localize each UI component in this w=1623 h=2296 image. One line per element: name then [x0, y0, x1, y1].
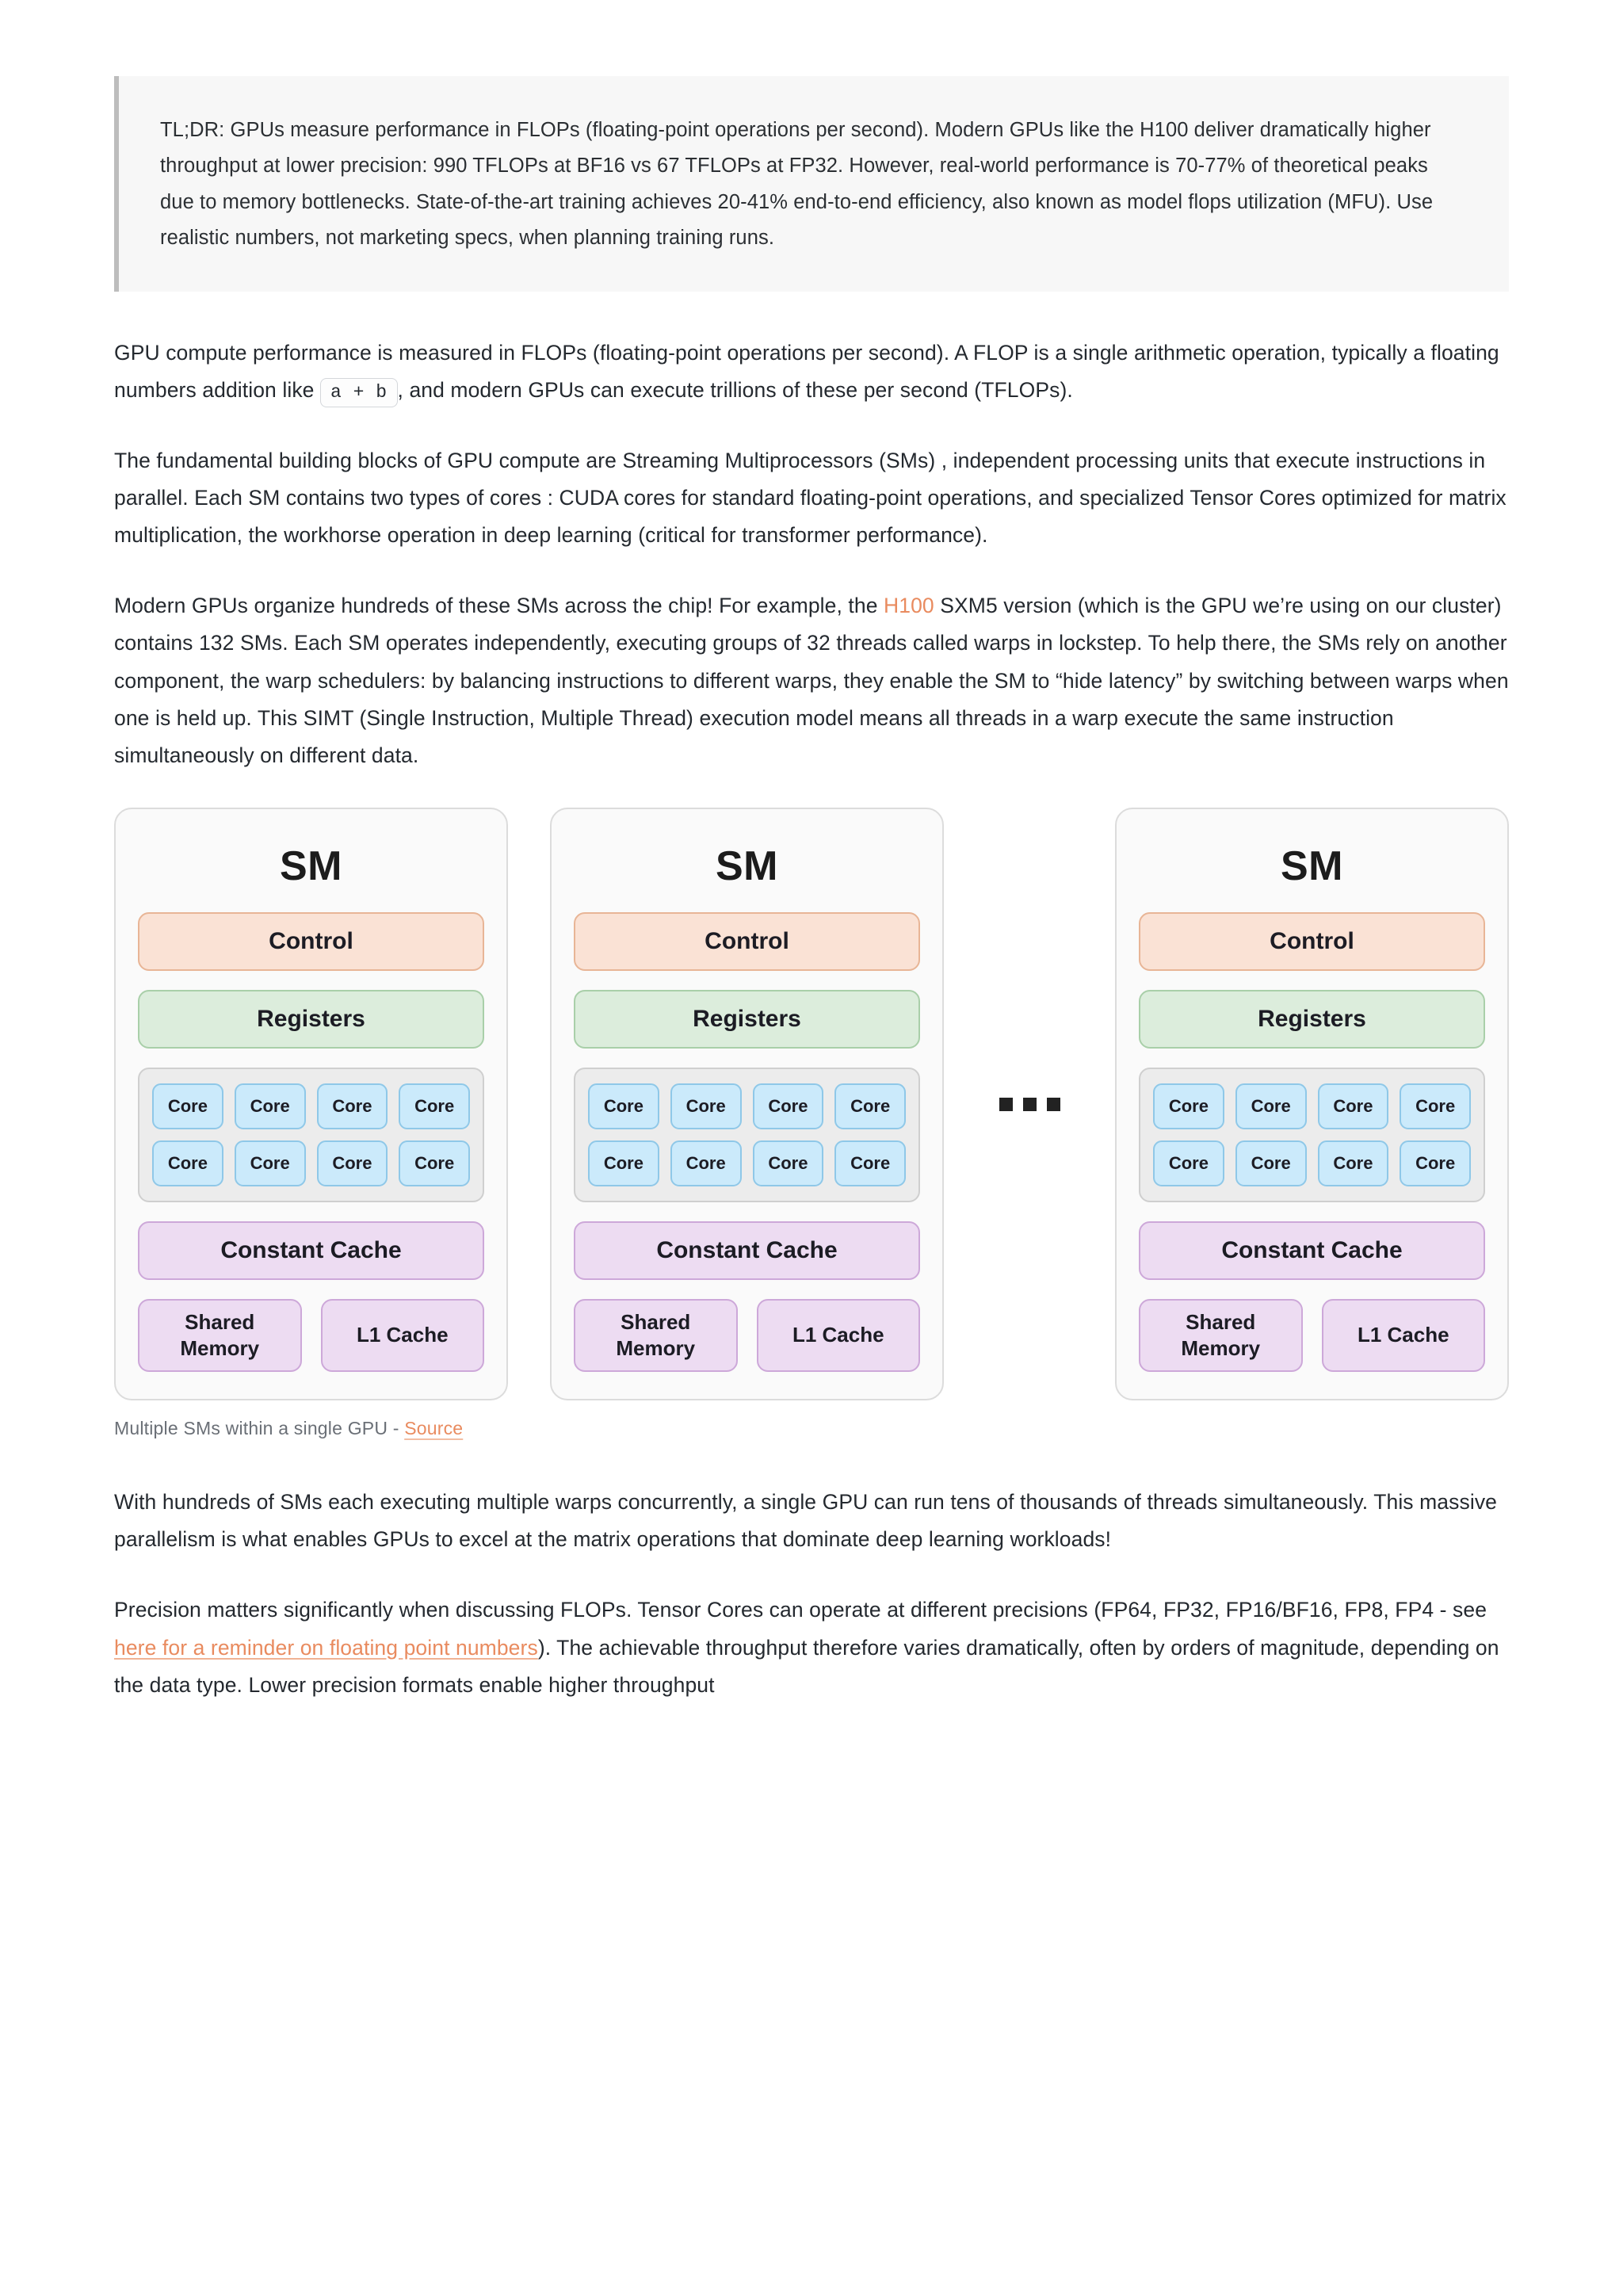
- core-block: Core: [1317, 1140, 1389, 1187]
- core-row: Core Core Core Core: [588, 1083, 906, 1130]
- sm-card-3: SM Control Registers Core Core Core Core…: [1115, 808, 1509, 1401]
- constant-cache-block: Constant Cache: [574, 1221, 920, 1281]
- core-block: Core: [1153, 1083, 1224, 1130]
- core-block: Core: [152, 1140, 223, 1187]
- l1-cache-block: L1 Cache: [1321, 1299, 1485, 1373]
- core-row: Core Core Core Core: [152, 1140, 470, 1187]
- figure-caption: Multiple SMs within a single GPU - Sourc…: [114, 1418, 1509, 1439]
- control-block: Control: [138, 912, 484, 972]
- paragraph-3-part-a: Modern GPUs organize hundreds of these S…: [114, 594, 878, 618]
- core-block: Core: [316, 1083, 388, 1130]
- core-block: Core: [1153, 1140, 1224, 1187]
- memory-row: Shared Memory L1 Cache: [1139, 1299, 1485, 1373]
- sm-title: SM: [1281, 843, 1343, 890]
- core-block: Core: [316, 1140, 388, 1187]
- constant-cache-block: Constant Cache: [138, 1221, 484, 1281]
- paragraph-parallelism: With hundreds of SMs each executing mult…: [114, 1490, 1498, 1552]
- core-block: Core: [588, 1140, 659, 1187]
- core-block: Core: [752, 1083, 824, 1130]
- content-column: TL;DR: GPUs measure performance in FLOPs…: [114, 76, 1509, 1704]
- core-block: Core: [588, 1083, 659, 1130]
- core-block: Core: [399, 1083, 470, 1130]
- source-link[interactable]: Source: [404, 1418, 464, 1439]
- core-row: Core Core Core Core: [1153, 1083, 1471, 1130]
- l1-cache-block: L1 Cache: [320, 1299, 484, 1373]
- paragraph-1-part-b: , and modern GPUs can execute trillions …: [397, 377, 1073, 402]
- core-block: Core: [670, 1083, 742, 1130]
- inline-code-a-plus-b: a + b: [320, 377, 398, 407]
- registers-block: Registers: [574, 990, 920, 1049]
- registers-block: Registers: [138, 990, 484, 1049]
- constant-cache-block: Constant Cache: [1139, 1221, 1485, 1281]
- ellipsis-dot: [999, 1097, 1013, 1111]
- core-block: Core: [399, 1140, 470, 1187]
- ellipsis-dot: [1022, 1097, 1037, 1111]
- sm-card-2: SM Control Registers Core Core Core Core…: [550, 808, 944, 1401]
- paragraph-1-part-a: GPU compute performance is measured in F…: [114, 340, 1499, 402]
- memory-row: Shared Memory L1 Cache: [138, 1299, 484, 1373]
- core-block: Core: [752, 1140, 824, 1187]
- core-block: Core: [1400, 1140, 1471, 1187]
- l1-cache-block: L1 Cache: [756, 1299, 920, 1373]
- core-block: Core: [1400, 1083, 1471, 1130]
- core-block: Core: [1317, 1083, 1389, 1130]
- paragraph-modern-gpus: Modern GPUs organize hundreds of these S…: [114, 587, 1509, 774]
- core-block: Core: [152, 1083, 223, 1130]
- shared-memory-block: Shared Memory: [138, 1299, 302, 1373]
- core-block: Core: [1235, 1083, 1307, 1130]
- core-group: Core Core Core Core Core Core Core Core: [138, 1068, 484, 1203]
- paragraph-5-part-b: ). The achievable throughput therefore v…: [114, 1635, 1499, 1697]
- tldr-callout: TL;DR: GPUs measure performance in FLOPs…: [114, 76, 1509, 292]
- control-block: Control: [1139, 912, 1485, 972]
- sm-card-1: SM Control Registers Core Core Core Core…: [114, 808, 508, 1401]
- core-group: Core Core Core Core Core Core Core Core: [574, 1068, 920, 1203]
- core-block: Core: [1235, 1140, 1307, 1187]
- sm-title: SM: [280, 843, 342, 890]
- core-row: Core Core Core Core: [1153, 1140, 1471, 1187]
- h100-link[interactable]: H100: [884, 594, 934, 618]
- core-block: Core: [234, 1140, 306, 1187]
- floating-point-reminder-link[interactable]: here for a reminder on floating point nu…: [114, 1635, 538, 1660]
- shared-memory-block: Shared Memory: [1139, 1299, 1303, 1373]
- paragraph-precision: Precision matters significantly when dis…: [114, 1591, 1509, 1703]
- caption-text: Multiple SMs within a single GPU -: [114, 1418, 399, 1439]
- core-block: Core: [670, 1140, 742, 1187]
- core-row: Core Core Core Core: [588, 1140, 906, 1187]
- sm-diagram: SM Control Registers Core Core Core Core…: [114, 808, 1509, 1401]
- registers-block: Registers: [1139, 990, 1485, 1049]
- ellipsis-icon: [986, 808, 1073, 1400]
- tldr-text: TL;DR: GPUs measure performance in FLOPs…: [160, 119, 1434, 250]
- core-group: Core Core Core Core Core Core Core Core: [1139, 1068, 1485, 1203]
- paragraph-3-part-b: SXM5 version (which is the GPU we’re usi…: [114, 594, 1509, 767]
- control-block: Control: [574, 912, 920, 972]
- core-row: Core Core Core Core: [152, 1083, 470, 1130]
- ellipsis-dot: [1046, 1097, 1060, 1111]
- paragraph-5-part-a: Precision matters significantly when dis…: [114, 1598, 1487, 1622]
- core-block: Core: [834, 1140, 906, 1187]
- core-block: Core: [234, 1083, 306, 1130]
- paragraph-sm-building-blocks: The fundamental building blocks of GPU c…: [114, 448, 1507, 548]
- memory-row: Shared Memory L1 Cache: [574, 1299, 920, 1373]
- core-block: Core: [834, 1083, 906, 1130]
- paragraph-flop-definition: GPU compute performance is measured in F…: [114, 334, 1509, 409]
- shared-memory-block: Shared Memory: [574, 1299, 738, 1373]
- sm-title: SM: [716, 843, 778, 890]
